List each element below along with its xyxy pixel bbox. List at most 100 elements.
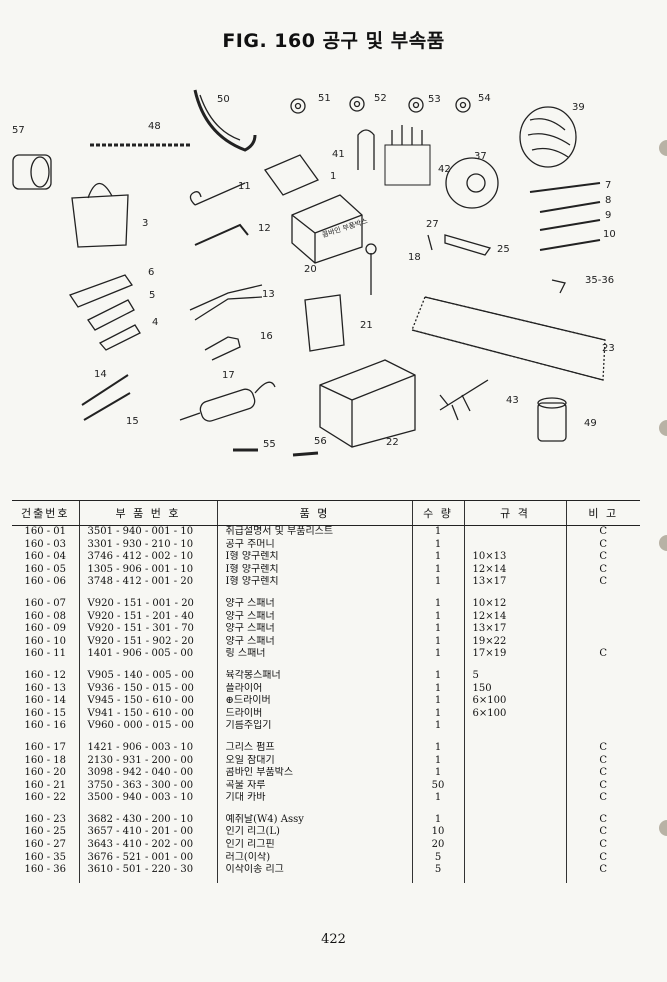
label-41: 41 xyxy=(332,149,345,160)
label-42: 42 xyxy=(438,164,451,175)
label-17: 17 xyxy=(222,370,235,381)
label-27: 27 xyxy=(426,219,439,230)
table-cell: V905 - 140 - 005 - 00 xyxy=(78,669,217,683)
table-cell: 12×14 xyxy=(463,563,566,577)
group-spacer xyxy=(12,732,640,742)
table-cell: C xyxy=(565,826,640,840)
binder-hole xyxy=(659,820,667,836)
label-3: 3 xyxy=(142,218,148,229)
label-53: 53 xyxy=(428,94,441,105)
table-cell: 160 - 14 xyxy=(24,695,67,707)
label-52: 52 xyxy=(374,93,387,104)
table-cell: 1305 - 906 - 001 - 10 xyxy=(78,563,217,577)
table-header-row: 건출번호 부 품 번 호 품 명 수 량 규 격 비 고 xyxy=(12,500,640,526)
label-25: 25 xyxy=(497,244,510,255)
label-39: 39 xyxy=(572,102,585,113)
table-cell: 160 - 15 xyxy=(24,707,67,719)
table-cell: 3748 - 412 - 001 - 20 xyxy=(78,576,217,589)
table-cell: 3746 - 412 - 002 - 10 xyxy=(78,551,217,564)
table-cell: 17×19 xyxy=(463,648,566,661)
table-cell: 1 xyxy=(411,538,464,552)
label-23: 23 xyxy=(602,343,615,354)
table-cell xyxy=(565,635,640,649)
table-cell: 150 xyxy=(463,682,566,696)
label-5: 5 xyxy=(149,290,155,301)
table-cell: 5 xyxy=(411,851,464,865)
label-43: 43 xyxy=(506,395,519,406)
table-cell: ⊕드라이버 xyxy=(216,695,412,708)
label-4: 4 xyxy=(152,317,158,328)
table-cell: 1 xyxy=(411,792,464,805)
table-cell: 1 xyxy=(411,767,464,780)
table-cell: 1 xyxy=(411,682,464,696)
table-cell xyxy=(463,767,566,780)
table-cell xyxy=(565,597,640,611)
table-cell: V941 - 150 - 610 - 00 xyxy=(78,707,217,721)
table-cell: 1 xyxy=(411,720,464,733)
table-cell: 20 xyxy=(411,839,464,852)
label-12: 12 xyxy=(258,223,271,234)
table-cell: 19×22 xyxy=(463,635,566,649)
label-16: 16 xyxy=(260,331,273,342)
table-cell: V920 - 151 - 902 - 20 xyxy=(78,635,217,649)
table-cell: 6×100 xyxy=(463,695,566,708)
table-cell xyxy=(565,669,640,683)
page-title: FIG. 160 공구 및 부속품 xyxy=(222,30,445,52)
label-51: 51 xyxy=(318,93,331,104)
label-50: 50 xyxy=(217,94,230,105)
binder-hole xyxy=(659,420,667,436)
table-cell: 육각봉스패너 xyxy=(216,669,412,683)
table-cell: 양구 스패너 xyxy=(216,623,412,636)
table-cell xyxy=(463,839,566,852)
table-cell xyxy=(463,779,566,793)
table-cell: 160 - 13 xyxy=(24,682,67,694)
label-6: 6 xyxy=(148,267,154,278)
table-cell: 1421 - 906 - 003 - 10 xyxy=(78,741,217,755)
table-cell: 160 - 01 xyxy=(24,526,67,537)
table-cell: 1 xyxy=(411,754,464,768)
table-cell: 1 xyxy=(411,563,464,577)
table-cell: 1401 - 906 - 005 - 00 xyxy=(78,648,217,661)
label-18: 18 xyxy=(408,252,421,263)
table-cell: 3643 - 410 - 202 - 00 xyxy=(78,839,217,852)
parts-diagram: 50 51 52 53 54 48 57 39 41 1 42 37 11 7 … xyxy=(12,89,616,457)
binder-hole xyxy=(659,140,667,156)
label-57: 57 xyxy=(12,125,25,136)
table-cell: C xyxy=(565,754,640,768)
table-cell: I형 양구렌치 xyxy=(216,563,412,577)
table-cell: 3676 - 521 - 001 - 00 xyxy=(78,851,217,865)
table-cell: 13×17 xyxy=(463,576,566,589)
table-cell: 160 - 18 xyxy=(24,754,67,766)
table-cell: 곡물 자루 xyxy=(216,779,412,793)
table-cell: 160 - 06 xyxy=(24,576,67,588)
table-cell: 160 - 03 xyxy=(24,538,67,550)
table-cell: 1 xyxy=(411,623,464,636)
table-cell: I형 양구렌치 xyxy=(216,551,412,564)
table-cell: 50 xyxy=(411,779,464,793)
table-cell: 1 xyxy=(411,707,464,721)
table-cell: C xyxy=(565,851,640,865)
table-cell: 3750 - 363 - 300 - 00 xyxy=(78,779,217,793)
label-20: 20 xyxy=(304,264,317,275)
table-cell: 160 - 16 xyxy=(24,720,67,732)
table-cell: C xyxy=(565,741,640,755)
table-cell: 160 - 12 xyxy=(24,669,67,681)
table-cell: V920 - 151 - 301 - 70 xyxy=(78,623,217,636)
label-10: 10 xyxy=(603,229,616,240)
table-cell: 6×100 xyxy=(463,707,566,721)
label-54: 54 xyxy=(478,93,491,104)
table-cell: 1 xyxy=(411,635,464,649)
label-7: 7 xyxy=(605,180,611,191)
table-cell: 드라이버 xyxy=(216,707,412,721)
label-49: 49 xyxy=(584,418,597,429)
